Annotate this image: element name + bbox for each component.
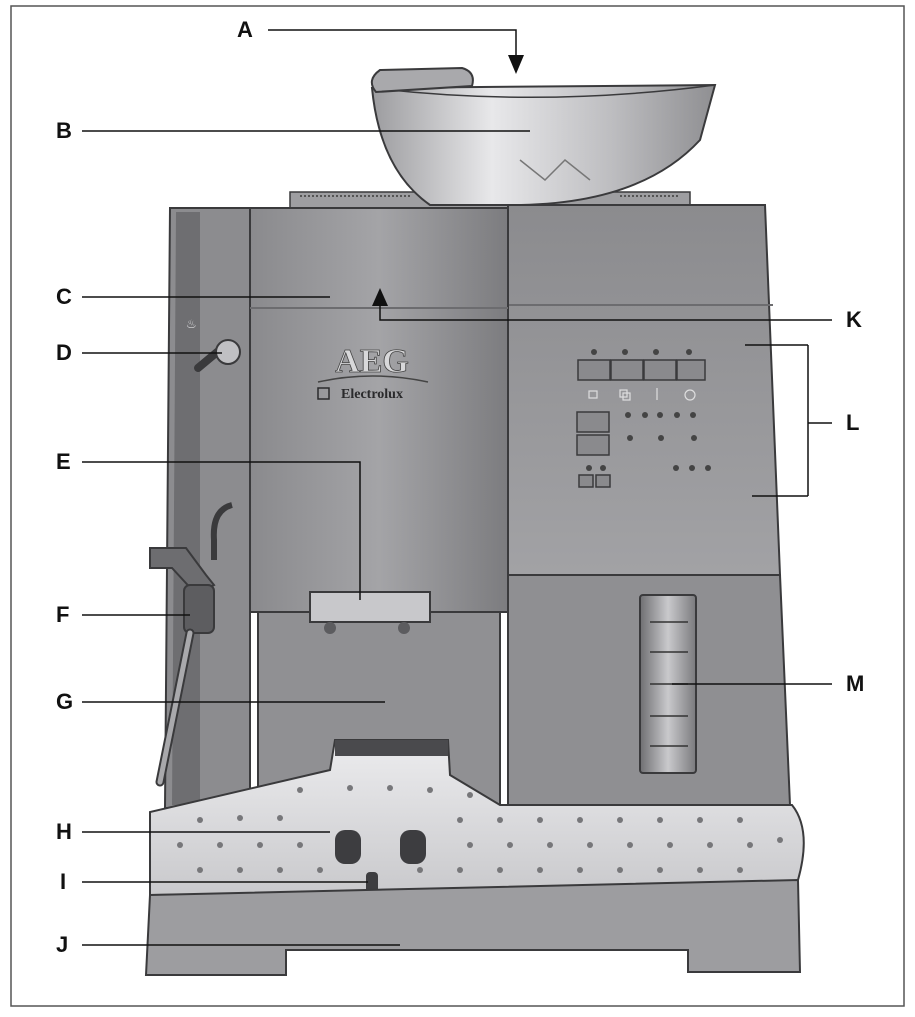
callout-lines <box>82 29 832 946</box>
rinse-button[interactable] <box>578 474 594 488</box>
side-panel-shadow <box>172 212 200 805</box>
brand-logo: AEG <box>335 343 409 380</box>
sub-brand-logo: Electrolux <box>341 387 403 402</box>
arrow-a-icon <box>508 55 524 74</box>
callout-l: L <box>846 410 860 435</box>
float-indicator <box>366 872 378 894</box>
callout-j: J <box>56 932 69 957</box>
control-panel-body <box>507 204 782 576</box>
wand-pipe-top <box>210 502 233 560</box>
central-column <box>249 207 509 613</box>
callout-k: K <box>846 307 862 332</box>
steam-knob <box>215 339 241 365</box>
frame-border <box>10 5 905 1007</box>
frother-nozzle <box>183 584 215 634</box>
callout-e: E <box>56 449 71 474</box>
callout-b: B <box>56 118 72 143</box>
bowl-rim <box>371 84 716 99</box>
callout-d: D <box>56 340 72 365</box>
two-cup-button[interactable] <box>610 359 644 381</box>
coffee-outlet <box>309 591 431 623</box>
logo-swoosh <box>317 375 429 383</box>
electrolux-mark-icon <box>317 387 330 400</box>
bean-pile <box>519 158 591 182</box>
one-cup-button[interactable] <box>577 359 611 381</box>
arrow-k-icon <box>372 288 388 306</box>
callout-m: M <box>846 671 865 696</box>
callout-g: G <box>56 689 74 714</box>
menu-button[interactable] <box>595 474 611 488</box>
callout-h: H <box>56 819 72 844</box>
quantity-button[interactable] <box>576 434 610 456</box>
outlet-nozzle-left <box>324 622 336 634</box>
power-button[interactable] <box>676 359 706 381</box>
callout-f: F <box>56 602 70 627</box>
drip-tray-front <box>144 878 802 976</box>
drain-slot-right <box>400 830 426 864</box>
drain-slot-left <box>335 830 361 864</box>
cup-platform-edge <box>335 740 448 756</box>
steam-button[interactable] <box>643 359 677 381</box>
strength-button[interactable] <box>576 411 610 433</box>
control-buttons <box>576 349 711 488</box>
steam-wand-highlight <box>157 630 193 785</box>
callout-a: A <box>237 17 253 42</box>
callout-c: C <box>56 284 72 309</box>
bean-container <box>370 83 717 206</box>
container-lid-handle <box>370 66 474 94</box>
drip-tray-holes <box>177 785 783 873</box>
steam-symbol-icon: ♨ <box>186 317 197 331</box>
callout-i: I <box>60 869 67 894</box>
outlet-nozzle-right <box>398 622 410 634</box>
